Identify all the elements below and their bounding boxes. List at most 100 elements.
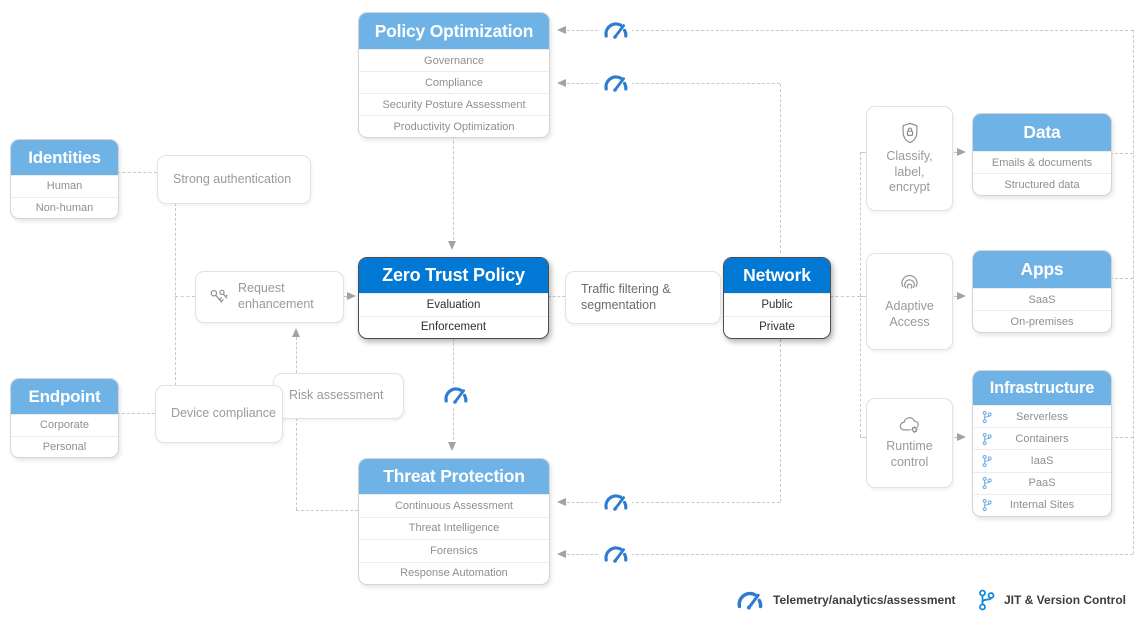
risk-assessment-note: Risk assessment [273,373,404,419]
zero-trust-policy-item: Evaluation [359,293,548,316]
connector-stub-runtime [860,437,866,438]
legend-telemetry: Telemetry/analytics/assessment [736,589,956,611]
connector-down-to-network [780,84,781,253]
network-box: Network Public Private [723,257,831,339]
apps-item: On-premises [973,310,1111,332]
arrow-into-infrastructure [957,433,966,441]
infrastructure-row: Internal Sites [973,493,1111,516]
connector-data-rail [1110,153,1133,154]
data-box: Data Emails & documents Structured data [972,113,1112,196]
classify-label-encrypt-note: Classify, label, encrypt [866,106,953,211]
infrastructure-item: Internal Sites [1009,499,1075,512]
apps-title: Apps [973,251,1111,288]
connector-strongauth-devicecompliance [175,203,176,385]
version-control-icon [982,476,992,490]
connector-risk-threat [296,510,358,511]
version-control-icon [982,410,992,424]
threat-protection-item: Response Automation [359,561,549,585]
connector-risk-up [296,337,297,373]
connector-identities-strongauth [117,172,157,173]
infrastructure-item: PaaS [1028,477,1056,490]
connector-telemetry-top-a [567,30,598,31]
version-control-icon [982,498,992,512]
connector-right-rail [1133,30,1134,554]
identities-title: Identities [11,140,118,175]
infrastructure-row: PaaS [973,471,1111,494]
zero-trust-policy-box: Zero Trust Policy Evaluation Enforcement [358,257,549,339]
connector-network-threat-a [631,502,780,503]
zero-trust-policy-title: Zero Trust Policy [359,258,548,293]
arrow-up-into-requestenh [292,328,300,337]
version-control-icon [982,432,992,446]
infrastructure-item: IaaS [1030,454,1054,467]
connector-network-down [780,339,781,502]
telemetry-icon [440,385,472,405]
threat-protection-item: Forensics [359,539,549,562]
adaptive-access-note: Adaptive Access [866,253,953,350]
infrastructure-title: Infrastructure [973,371,1111,405]
connector-telemetry-bottom-a [567,554,598,555]
connector-access-rail [860,152,861,437]
connector-ztp-threat-a [453,338,454,384]
connector-telemetry-bottom-b [631,554,1133,555]
threat-protection-item: Continuous Assessment [359,494,549,517]
connector-stub-classify [860,152,866,153]
policy-optimization-item: Security Posture Assessment [359,93,549,115]
shield-lock-icon [899,121,921,145]
device-compliance-note: Device compliance [155,385,283,443]
request-enhancement-note: Request enhancement [195,271,344,323]
legend-telemetry-label: Telemetry/analytics/assessment [773,593,956,607]
connector-network-right [830,296,860,297]
connector-infra-rail [1110,437,1133,438]
endpoint-item: Personal [11,435,118,458]
policy-optimization-item: Productivity Optimization [359,115,549,137]
arrow-into-apps [957,292,966,300]
connector-network-threat-b [567,502,598,503]
network-item: Public [724,293,830,316]
request-enhancement-label: Request enhancement [238,281,314,311]
network-title: Network [724,258,830,293]
infrastructure-box: Infrastructure Serverless Containers Iaa… [972,370,1112,517]
network-item: Private [724,315,830,339]
legend-jit-label: JIT & Version Control [1004,593,1127,607]
runtime-control-label: Runtime control [886,439,933,469]
infrastructure-row: Containers [973,427,1111,449]
connector-ztp-threat-b [453,408,454,440]
version-control-icon [978,589,995,611]
connector-into-requestenh [175,296,195,297]
policy-optimization-box: Policy Optimization Governance Complianc… [358,12,550,138]
classify-label: Classify, label, encrypt [886,149,933,195]
arrow-into-policyopt-compliance [557,79,566,87]
identities-box: Identities Human Non-human [10,139,119,219]
connector-ztp-traffic [548,296,565,297]
threat-protection-item: Threat Intelligence [359,516,549,540]
threat-protection-box: Threat Protection Continuous Assessment … [358,458,550,585]
telemetry-icon [600,20,632,40]
arrow-down-into-threat [448,442,456,451]
connector-apps-rail [1110,278,1133,279]
infrastructure-row: IaaS [973,449,1111,471]
telemetry-icon [736,589,764,611]
infrastructure-row: Serverless [973,405,1111,427]
data-item: Structured data [973,173,1111,195]
connector-endpoint-devicecompliance [117,413,155,414]
threat-protection-title: Threat Protection [359,459,549,494]
arrow-into-threat-continuous [557,498,566,506]
identities-item: Non-human [11,196,118,219]
strong-authentication-note: Strong authentication [157,155,311,204]
legend-jit: JIT & Version Control [978,589,1126,611]
connector-risk-down [296,418,297,510]
infrastructure-item: Containers [1015,432,1069,445]
apps-box: Apps SaaS On-premises [972,250,1112,333]
endpoint-item: Corporate [11,414,118,436]
connector-stub-adaptive [860,296,866,297]
traffic-filtering-note: Traffic filtering & segmentation [565,271,721,324]
policy-optimization-item: Governance [359,49,549,71]
connector-telemetry-top-b [631,30,1133,31]
data-title: Data [973,114,1111,151]
arrow-into-policyopt-top [557,26,566,34]
adaptive-access-label: Adaptive Access [885,299,934,329]
keys-icon [207,286,231,309]
apps-item: SaaS [973,288,1111,310]
endpoint-box: Endpoint Corporate Personal [10,378,119,458]
